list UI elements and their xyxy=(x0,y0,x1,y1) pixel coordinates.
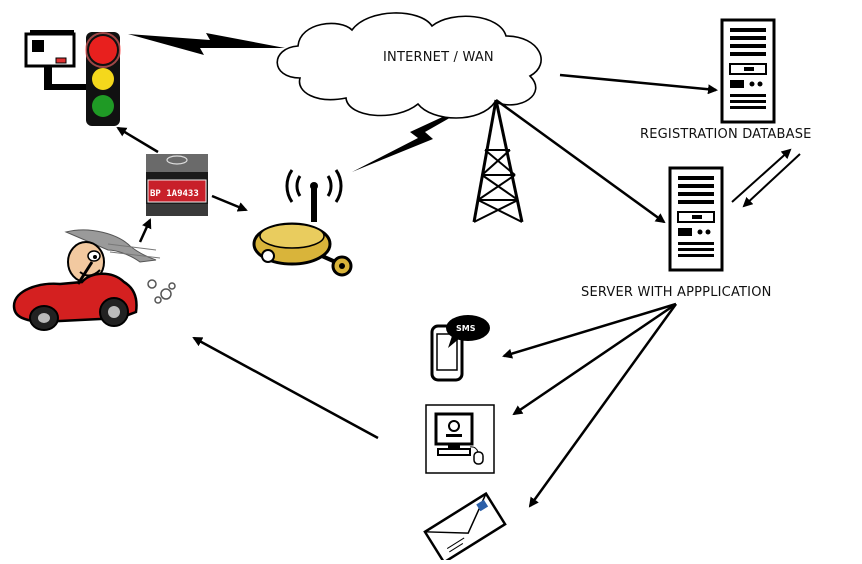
arrow-car-to-plate xyxy=(138,218,152,243)
arrow-database-to-server xyxy=(742,153,801,208)
car-driver-icon xyxy=(12,229,176,331)
arrow-cloud-to-database xyxy=(559,73,718,95)
arrow-tower-to-server xyxy=(495,98,666,224)
wireless-sensor-icon xyxy=(252,169,353,277)
arrow-plate-to-sensor xyxy=(211,194,248,212)
traffic-light-icon xyxy=(85,32,121,126)
database-server-icon xyxy=(720,18,776,124)
envelope-icon xyxy=(423,491,507,564)
arrow-server-to-email xyxy=(528,303,678,508)
arrow-plate-to-light xyxy=(116,126,159,154)
internet-cloud-icon xyxy=(276,12,542,119)
internet-cloud-label: INTERNET / WAN xyxy=(383,50,494,65)
application-server-label: SERVER WITH APPPLICATION xyxy=(581,285,772,300)
license-plate-text: BP 1A9433 xyxy=(150,189,199,199)
cell-tower-icon xyxy=(472,99,524,223)
arrow-computer-to-car xyxy=(192,336,379,440)
sms-bubble-text: SMS xyxy=(456,324,476,333)
arrow-server-to-computer xyxy=(512,302,677,416)
license-plate-icon xyxy=(146,154,208,216)
arrow-server-to-database xyxy=(731,148,792,203)
lightning-bolt-camera-cloud xyxy=(128,33,285,55)
computer-icon xyxy=(425,404,495,474)
application-server-icon xyxy=(668,166,724,272)
sms-phone-icon xyxy=(430,315,490,382)
traffic-camera-icon xyxy=(24,30,90,90)
registration-database-label: REGISTRATION DATABASE xyxy=(640,127,812,142)
arrow-server-to-phone xyxy=(502,302,677,359)
